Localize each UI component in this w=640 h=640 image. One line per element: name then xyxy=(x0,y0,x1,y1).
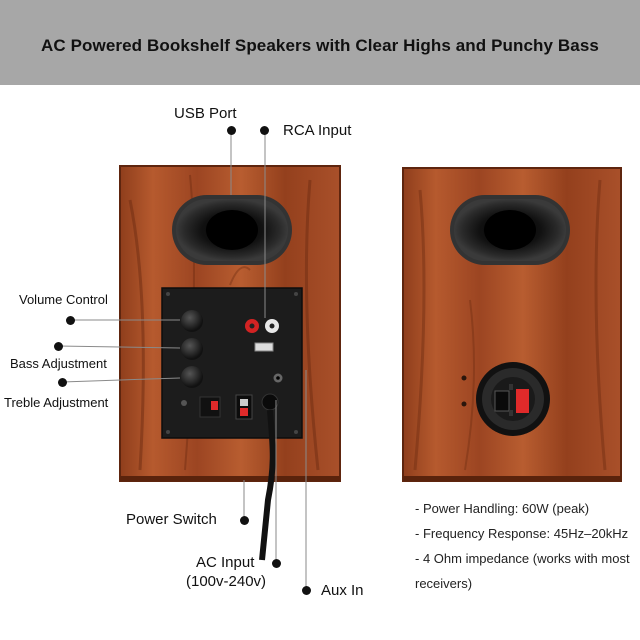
rca-input-dot xyxy=(260,126,269,135)
title-banner: AC Powered Bookshelf Speakers with Clear… xyxy=(0,0,640,85)
volume-control-label: Volume Control xyxy=(19,292,108,307)
bass-adjustment-dot xyxy=(54,342,63,351)
treble-knob[interactable] xyxy=(181,366,203,388)
volume-knob[interactable] xyxy=(181,310,203,332)
bass-knob[interactable] xyxy=(181,338,203,360)
left-bass-port xyxy=(172,195,292,265)
red-terminal[interactable] xyxy=(516,389,529,413)
rca-input-label: RCA Input xyxy=(283,122,352,139)
power-cord xyxy=(259,409,276,561)
usb-port-dot xyxy=(227,126,236,135)
bass-adjustment-label: Bass Adjustment xyxy=(10,356,107,371)
ac-input-label: AC Input xyxy=(196,554,255,571)
power-switch-label: Power Switch xyxy=(126,511,217,528)
spec-frequency-response: - Frequency Response: 45Hz–20kHz xyxy=(415,526,629,541)
ac-input-dot xyxy=(272,559,281,568)
right-speaker-rear xyxy=(402,167,622,482)
power-switch-dot xyxy=(240,516,249,525)
treble-adjustment-dot xyxy=(58,378,67,387)
treble-adjustment-label: Treble Adjustment xyxy=(4,395,109,410)
spec-impedance: - 4 Ohm impedance (works with most recei… xyxy=(415,551,630,591)
spec-power-handling: - Power Handling: 60W (peak) xyxy=(415,501,590,516)
rear-control-panel xyxy=(161,287,303,439)
spec-list: - Power Handling: 60W (peak) - Frequency… xyxy=(415,496,640,596)
callout-leader-lines xyxy=(57,131,307,590)
aux-in-label: Aux In xyxy=(321,582,364,599)
volume-control-dot xyxy=(66,316,75,325)
usb-port[interactable] xyxy=(254,342,274,352)
page-title: AC Powered Bookshelf Speakers with Clear… xyxy=(41,36,599,55)
right-bass-port xyxy=(450,195,570,265)
speaker-terminal-cup xyxy=(476,362,550,436)
ac-input-voltage-label: (100v-240v) xyxy=(186,573,267,590)
left-speaker-rear xyxy=(119,165,341,561)
usb-port-label: USB Port xyxy=(174,105,237,122)
aux-in-dot xyxy=(302,586,311,595)
